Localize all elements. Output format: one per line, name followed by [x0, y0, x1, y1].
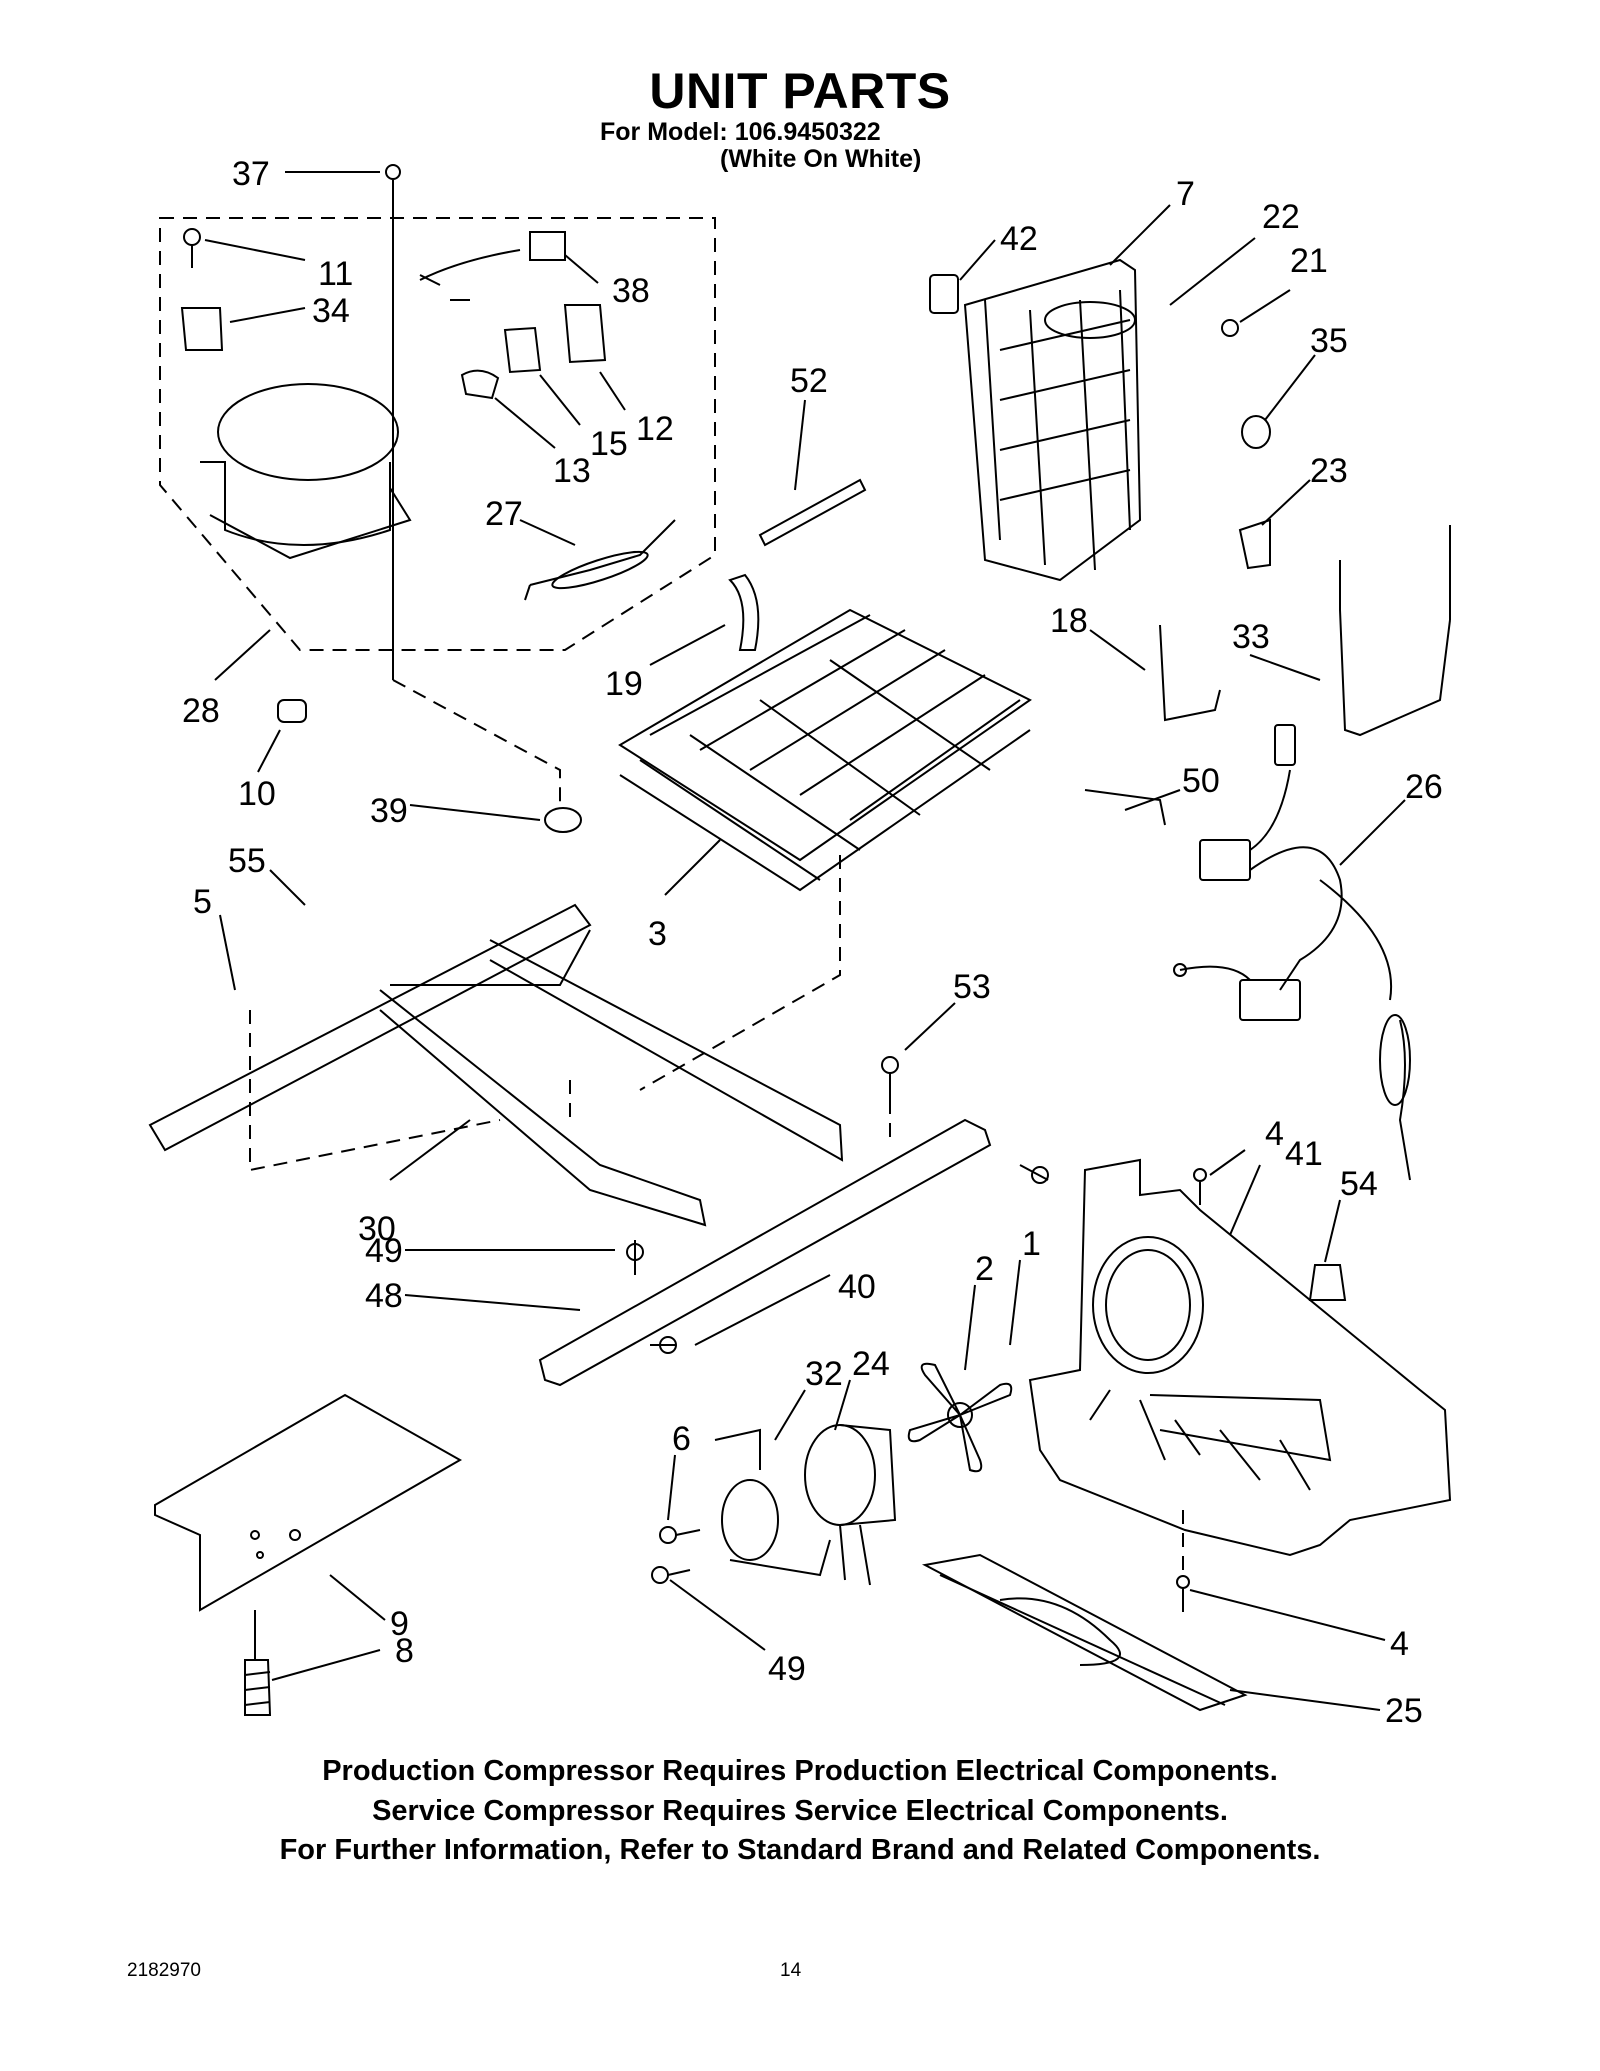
note-further-information: For Further Information, Refer to Standa…: [279, 1834, 1321, 1866]
callout-39: 39: [370, 792, 408, 830]
part-18-drawing: [1159, 624, 1221, 722]
callout-24: 24: [852, 1345, 890, 1383]
sensor-33-drawing: [1339, 525, 1451, 737]
fan-blade-drawing: [907, 1362, 1013, 1473]
screw-drawing-40: [1019, 1164, 1049, 1184]
cable-tie-drawing: [758, 478, 867, 547]
callout-3: 3: [648, 915, 667, 953]
callout-54: 54: [1340, 1165, 1378, 1203]
base-frame-drawing: [148, 903, 844, 1227]
note-service-compressor: Service Compressor Requires Service Elec…: [372, 1795, 1228, 1827]
callout-32: 32: [805, 1355, 843, 1393]
condenser-coil-drawing: [618, 608, 1032, 892]
callout-11: 11: [318, 255, 353, 293]
screw-drawing-21: [1221, 319, 1239, 337]
callout-25: 25: [1385, 1692, 1423, 1730]
fan-motor-drawing: [804, 1424, 897, 1586]
callout-5: 5: [193, 883, 212, 921]
screw-drawing-11: [183, 228, 201, 268]
part-50-drawing: [1084, 789, 1166, 826]
drain-pan-drawing: [921, 1553, 1248, 1712]
access-panel-drawing: [154, 1393, 463, 1612]
callout-15: 15: [590, 425, 628, 463]
compressor-group-outline: [159, 217, 716, 651]
screw-drawing-37: [385, 164, 401, 180]
wire-nut-drawing: [1308, 1264, 1347, 1301]
callout-48: 48: [365, 1277, 403, 1315]
callout-55: 55: [228, 842, 266, 880]
callout-10: 10: [238, 775, 276, 813]
screw-drawing-4-upper: [1193, 1168, 1207, 1205]
screw-drawing-48: [650, 1336, 677, 1354]
callout-28: 28: [182, 692, 220, 730]
clip-42-drawing: [929, 274, 959, 314]
part-23-drawing: [1238, 518, 1271, 570]
callout-12: 12: [636, 410, 674, 448]
harness-38-drawing: [419, 231, 566, 301]
callout-leaders: [204, 171, 1406, 1711]
callout-8: 8: [395, 1632, 414, 1670]
callout-34: 34: [312, 292, 350, 330]
callout-52: 52: [790, 362, 828, 400]
callout-41: 41: [1285, 1135, 1323, 1173]
part-10-drawing: [277, 699, 307, 723]
part-15-drawing: [503, 326, 542, 374]
callout-53: 53: [953, 968, 991, 1006]
document-number: 2182970: [127, 1960, 201, 1981]
callout-37: 37: [232, 155, 270, 193]
callout-13: 13: [553, 452, 591, 490]
callout-21: 21: [1290, 242, 1328, 280]
screw-drawing-6: [659, 1526, 701, 1544]
callout-27: 27: [485, 495, 523, 533]
callout-33: 33: [1232, 618, 1270, 656]
compressor-drawing: [200, 383, 412, 560]
model-line: For Model: 106.9450322: [600, 118, 881, 146]
callout-26: 26: [1405, 768, 1443, 806]
callout-1: 1: [1022, 1225, 1041, 1263]
callout-labels: 37 11 34 38 12 15 13 27 28 10 39 55 5 30…: [182, 155, 1443, 1730]
tube-19-drawing: [728, 573, 760, 651]
callout-18: 18: [1050, 602, 1088, 640]
part-13-drawing: [460, 369, 500, 400]
callout-42: 42: [1000, 220, 1038, 258]
note-production-compressor: Production Compressor Requires Productio…: [322, 1755, 1278, 1787]
shroud-41-drawing: [1028, 1158, 1452, 1557]
grommet-39-drawing: [544, 807, 582, 833]
part-12-drawing: [563, 304, 607, 364]
evaporator-drawing: [963, 258, 1142, 582]
callout-50: 50: [1182, 762, 1220, 800]
screw-drawing-53: [881, 1056, 899, 1100]
screw-drawing-49-upper: [626, 1240, 644, 1275]
callout-7: 7: [1176, 175, 1195, 213]
leveling-foot-drawing: [244, 1659, 272, 1716]
callout-35: 35: [1310, 322, 1348, 360]
relay-bracket-drawing: [180, 307, 224, 351]
screw-drawing-4-lower: [1176, 1575, 1190, 1612]
part-35-drawing: [1241, 415, 1271, 449]
wire-harness-26-drawing: [1173, 724, 1411, 1181]
callout-6: 6: [672, 1420, 691, 1458]
callout-22: 22: [1262, 198, 1300, 236]
callout-49-upper: 49: [365, 1232, 403, 1270]
callout-49-lower: 49: [768, 1650, 806, 1688]
callout-4-upper: 4: [1265, 1115, 1284, 1153]
color-line: (White On White): [720, 145, 922, 173]
rail-40-drawing: [538, 1118, 992, 1387]
callout-9: 9: [390, 1605, 409, 1643]
callout-30: 30: [358, 1210, 396, 1248]
callout-23: 23: [1310, 452, 1348, 490]
callout-4-lower: 4: [1390, 1625, 1409, 1663]
page-title: UNIT PARTS: [649, 63, 951, 119]
callout-2: 2: [975, 1250, 994, 1288]
callout-19: 19: [605, 665, 643, 703]
screw-drawing-49-lower: [651, 1566, 691, 1584]
callout-38: 38: [612, 272, 650, 310]
callout-40: 40: [838, 1268, 876, 1306]
motor-bracket-drawing: [714, 1428, 831, 1577]
page-number: 14: [780, 1960, 802, 1981]
